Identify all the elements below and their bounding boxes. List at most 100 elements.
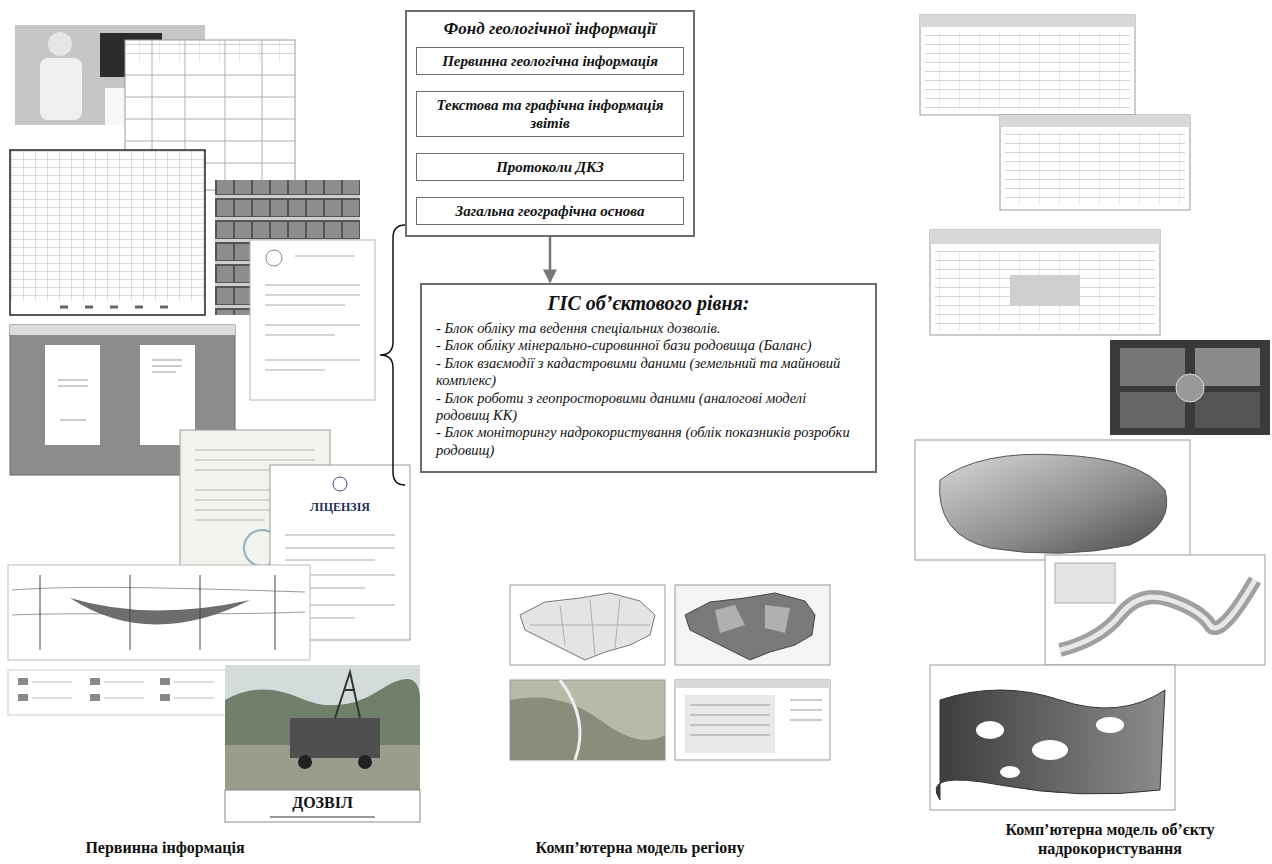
window-toolbar xyxy=(920,15,1135,27)
caption: Комп’ютерна модель регіону xyxy=(490,838,790,857)
section-body xyxy=(70,598,250,625)
fund-box: Фонд геологічної інформаціїПервинна геол… xyxy=(405,10,695,237)
collage-photo xyxy=(1195,392,1260,428)
info-box: Первинна геологічна інформація xyxy=(416,47,684,75)
section-wells xyxy=(40,575,275,650)
derrick xyxy=(335,672,360,718)
gis-box: ГІС об’єктового рівня: - Блок обліку та в… xyxy=(420,283,877,473)
map-zones xyxy=(715,605,790,633)
data-table xyxy=(10,150,205,315)
software-window xyxy=(1000,115,1190,210)
box-heading: ГІС об’єктового рівня: xyxy=(436,291,861,316)
table-grid xyxy=(10,150,205,300)
box-heading: Фонд геологічної інформації xyxy=(417,18,683,39)
map-region xyxy=(520,593,655,660)
model-frame xyxy=(915,440,1190,560)
geological-section xyxy=(8,565,310,660)
region-map xyxy=(510,585,665,665)
table-border xyxy=(10,150,205,315)
map-area xyxy=(510,698,665,761)
window-toolbar xyxy=(675,680,830,688)
model-frame xyxy=(930,665,1175,810)
connector-arrow xyxy=(549,237,552,282)
wheel xyxy=(298,755,312,769)
wheel xyxy=(358,755,372,769)
banner-line xyxy=(270,816,375,818)
software-window xyxy=(920,15,1135,115)
river-model xyxy=(1045,555,1265,665)
window-table xyxy=(1005,132,1185,205)
window-frame xyxy=(675,680,830,760)
window-panel xyxy=(685,695,775,753)
certificate xyxy=(250,240,375,400)
surface-hole xyxy=(1096,717,1124,733)
deposit-3d-model xyxy=(915,440,1190,560)
map-frame xyxy=(510,585,665,665)
map-river xyxy=(560,680,580,760)
license-emblem xyxy=(333,477,347,491)
collage-ground xyxy=(1110,340,1270,435)
caption: Первинна інформація xyxy=(40,838,290,857)
model-panel xyxy=(1055,563,1115,603)
list-item: - Блок обліку та ведення спеціальних доз… xyxy=(436,320,861,337)
info-box: Протоколи ДКЗ xyxy=(416,153,684,181)
window-dialog xyxy=(1010,275,1080,305)
satellite-map xyxy=(510,680,665,760)
surface-hole xyxy=(976,721,1004,739)
software-window xyxy=(930,230,1160,335)
window-lines xyxy=(690,700,822,735)
map-borders xyxy=(530,598,650,655)
window-toolbar xyxy=(1000,115,1190,127)
person-head xyxy=(48,32,72,56)
list-item: - Блок моніторингу надрокористування (об… xyxy=(436,424,861,459)
truck xyxy=(290,718,380,758)
river-body xyxy=(1060,580,1255,650)
map-frame xyxy=(675,585,830,665)
page xyxy=(45,345,100,445)
window-frame xyxy=(920,15,1135,115)
collage-photo xyxy=(1120,348,1185,386)
list-item: - Блок взаємодії з кадастровими даними (… xyxy=(436,355,861,390)
info-box: Текстова та графічна інформація звітів xyxy=(416,91,684,137)
page-lines xyxy=(58,360,182,420)
cert-seal xyxy=(266,250,282,266)
permit-banner xyxy=(225,790,420,822)
document-title: ЛІЦЕНЗІЯ xyxy=(275,500,405,514)
surface-hole xyxy=(1032,740,1068,760)
window-frame xyxy=(1000,115,1190,210)
box-text: Первинна геологічна інформація xyxy=(423,52,677,70)
window-table xyxy=(935,250,1155,330)
list-item: - Блок роботи з геопросторовими даними (… xyxy=(436,390,861,425)
collage-photo xyxy=(1120,392,1185,428)
window-toolbar xyxy=(930,230,1160,244)
caption: Комп’ютерна модель об’єкту надрокористув… xyxy=(965,820,1255,858)
model-body xyxy=(940,454,1167,553)
surface-model xyxy=(930,665,1175,810)
cert-lines xyxy=(265,256,360,370)
window-table xyxy=(925,32,1130,110)
info-box: Загальна географічна основа xyxy=(416,197,684,225)
banner-title: ДОЗВІЛ xyxy=(227,793,418,812)
sky xyxy=(225,665,420,790)
toolbar-icons xyxy=(60,306,168,309)
box-text: Текстова та графічна інформація звітів xyxy=(423,96,677,132)
map-frame xyxy=(510,680,665,760)
banner xyxy=(225,790,420,822)
person-body xyxy=(40,58,82,120)
table-ground xyxy=(10,150,205,315)
map-region xyxy=(685,593,815,660)
brace xyxy=(380,225,405,485)
cert-page xyxy=(250,240,375,400)
river-core xyxy=(1060,580,1255,650)
doc-header xyxy=(125,40,295,62)
list-item: - Блок обліку мінерально-сировинної бази… xyxy=(436,337,861,354)
region-map xyxy=(675,585,830,665)
drilling-photo xyxy=(225,665,420,790)
photo-collage xyxy=(1110,340,1270,435)
box-text: Загальна географічна основа xyxy=(423,202,677,220)
box-text: Протоколи ДКЗ xyxy=(423,158,677,176)
map-window xyxy=(675,680,830,760)
surface-hole xyxy=(1000,766,1020,778)
surface-body xyxy=(936,690,1165,800)
collage-center xyxy=(1176,374,1204,402)
